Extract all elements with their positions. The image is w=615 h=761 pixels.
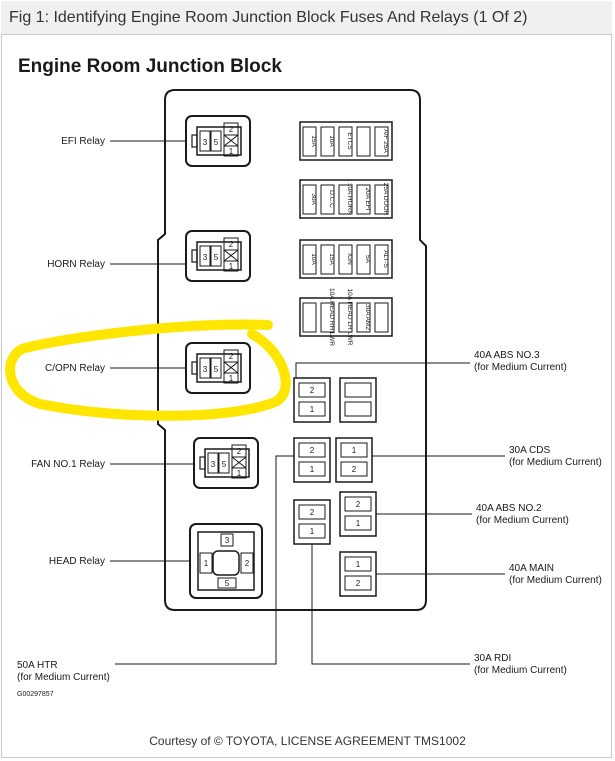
fuse-40a-abs-no2: 2 1 [339, 491, 377, 537]
relay-efi: 3 5 2 1 [185, 115, 251, 167]
relay-head: 3 1 2 5 [189, 523, 263, 599]
relay-head-pin-1: 1 [204, 559, 209, 568]
relay-horn-pin-2: 2 [229, 240, 234, 249]
relay-fan-no1: 3 5 2 1 [193, 437, 259, 489]
diagram-title: Engine Room Junction Block [18, 56, 282, 77]
relay-head-pin-3: 3 [225, 536, 230, 545]
fuse-text: 10A HEAD LH LWR [346, 289, 353, 346]
relay-efi-pin-1: 1 [229, 147, 234, 156]
fuse-text: 10A [310, 253, 317, 265]
relay-fan-pin-5: 5 [222, 460, 227, 469]
terminal-1: 1 [310, 527, 315, 536]
terminal-1: 1 [356, 519, 361, 528]
callout-40a-abs-no2: 40A ABS NO.2 [476, 503, 542, 514]
label-head-relay: HEAD Relay [49, 556, 105, 567]
relay-head-pin-5: 5 [225, 579, 230, 588]
relay-horn-pin-1: 1 [229, 262, 234, 271]
relay-efi-pin-2: 2 [229, 125, 234, 134]
junction-block-outline [157, 89, 427, 611]
label-efi-relay: EFI Relay [61, 136, 105, 147]
relay-fan-pin-3: 3 [211, 460, 216, 469]
fuse-30a-rdi: 2 1 [293, 499, 331, 545]
figure-code: G00297857 [17, 691, 54, 698]
relay-copn-pin-3: 3 [203, 365, 208, 374]
fuse-text: D.C.C [328, 190, 335, 208]
callout-40a-abs-no2-sub: (for Medium Current) [476, 515, 569, 526]
relay-copn: 3 5 2 1 [185, 342, 251, 394]
relay-efi-pin-5: 5 [214, 138, 219, 147]
relay-copn-pin-1: 1 [229, 374, 234, 383]
fuse-text: 20A EFI [364, 187, 371, 210]
mini-fuse-group-2: 30A D.C.C 10A HORN 20A EFI 25A DOOR [299, 179, 393, 219]
terminal-1: 1 [310, 405, 315, 414]
callout-30a-rdi: 30A RDI [474, 653, 511, 664]
terminal-2: 2 [310, 508, 315, 517]
terminal-2: 2 [356, 500, 361, 509]
terminal-1: 1 [352, 446, 357, 455]
fuse-text: A/F 25A [382, 129, 389, 153]
callout-30a-rdi-sub: (for Medium Current) [474, 665, 567, 676]
relay-fan-pin-2: 2 [237, 447, 242, 456]
fuse-text: 5A [364, 255, 371, 264]
mini-fuse-group-1: 15A 10A ETCS A/F 25A [299, 121, 393, 161]
terminal-2: 2 [310, 386, 315, 395]
fuse-text: 15A [310, 135, 317, 147]
relay-horn-pin-5: 5 [214, 253, 219, 262]
relay-efi-pin-3: 3 [203, 138, 208, 147]
fuse-40a-main: 1 2 [339, 551, 377, 597]
relay-horn: 3 5 2 1 [185, 230, 251, 282]
terminal-2: 2 [356, 579, 361, 588]
fuse-text: 15A [328, 253, 335, 265]
fuse-text: ALT-S [382, 250, 389, 268]
callout-40a-main-sub: (for Medium Current) [509, 575, 602, 586]
fuse-text: 30A AM2 [364, 304, 371, 330]
fuse-text: ETCS [346, 132, 353, 150]
highlight-circle [5, 319, 291, 421]
relay-copn-pin-2: 2 [229, 352, 234, 361]
fuse-text: 10A HORN [346, 183, 353, 215]
fuse-30a-cds: 1 2 [335, 437, 373, 483]
callout-50a-htr: 50A HTR [17, 660, 58, 671]
mini-fuse-group-3: 10A 15A IGN 5A ALT-S [299, 239, 393, 279]
fuse-text: 25A DOOR [382, 183, 389, 216]
relay-copn-pin-5: 5 [214, 365, 219, 374]
fuse-text: 10A HEAD RH LWR [328, 288, 335, 346]
label-copn-relay: C/OPN Relay [45, 363, 105, 374]
callout-50a-htr-sub: (for Medium Current) [17, 672, 110, 683]
callout-30a-cds-sub: (for Medium Current) [509, 457, 602, 468]
courtesy-credit: Courtesy of © TOYOTA, LICENSE AGREEMENT … [149, 734, 466, 748]
figure-caption: Fig 1: Identifying Engine Room Junction … [1, 1, 612, 35]
fuse-40a-abs-no3: 2 1 [293, 377, 331, 423]
terminal-2: 2 [310, 446, 315, 455]
relay-fan-pin-1: 1 [237, 469, 242, 478]
fuse-text: 30A [310, 193, 317, 205]
label-horn-relay: HORN Relay [47, 259, 105, 270]
relay-head-pin-2: 2 [245, 559, 250, 568]
callout-40a-abs-no3-sub: (for Medium Current) [474, 362, 567, 373]
callout-40a-abs-no3: 40A ABS NO.3 [474, 350, 540, 361]
fuse-text: IGN [346, 253, 353, 265]
mini-fuse-group-4: 10A HEAD RH LWR 10A HEAD LH LWR 30A AM2 [299, 288, 393, 346]
terminal-1: 1 [356, 560, 361, 569]
fuse-text: 10A [328, 135, 335, 147]
fuse-empty-slot [339, 377, 377, 423]
callout-40a-main: 40A MAIN [509, 563, 554, 574]
terminal-1: 1 [310, 465, 315, 474]
terminal-2: 2 [352, 465, 357, 474]
relay-horn-pin-3: 3 [203, 253, 208, 262]
label-fan-relay: FAN NO.1 Relay [31, 459, 105, 470]
fuse-50a-htr: 2 1 [293, 437, 331, 483]
callout-30a-cds: 30A CDS [509, 445, 550, 456]
